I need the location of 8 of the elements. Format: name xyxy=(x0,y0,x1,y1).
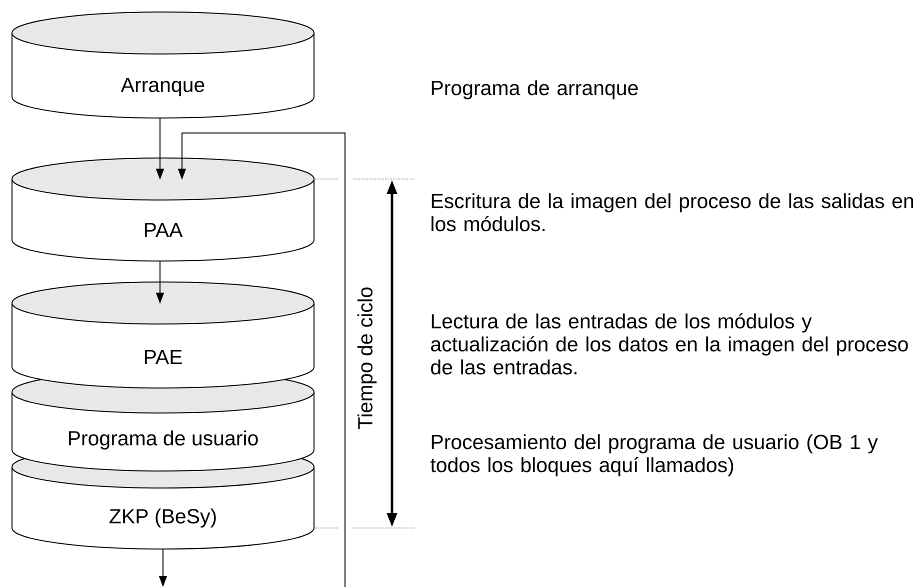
dimension-label: Tiempo de ciclo xyxy=(357,288,377,429)
cylinder-label: ZKP (BeSy) xyxy=(110,508,216,528)
description-text: Escritura de la imagen del proceso de las salidas en los módulos. xyxy=(432,193,914,232)
cylinder-label: PAA xyxy=(144,222,183,238)
description-text: Lectura de las entradas de los módulos y actualización de los datos en la imagen del proceso de las entradas. xyxy=(431,313,908,374)
cylinder-label: Arranque xyxy=(120,78,204,96)
description-text: Programa de arranque xyxy=(432,80,638,100)
description-text: Procesamiento del programa de usuario (OB 1 y todos los bloques aquí llamados) xyxy=(430,434,878,476)
